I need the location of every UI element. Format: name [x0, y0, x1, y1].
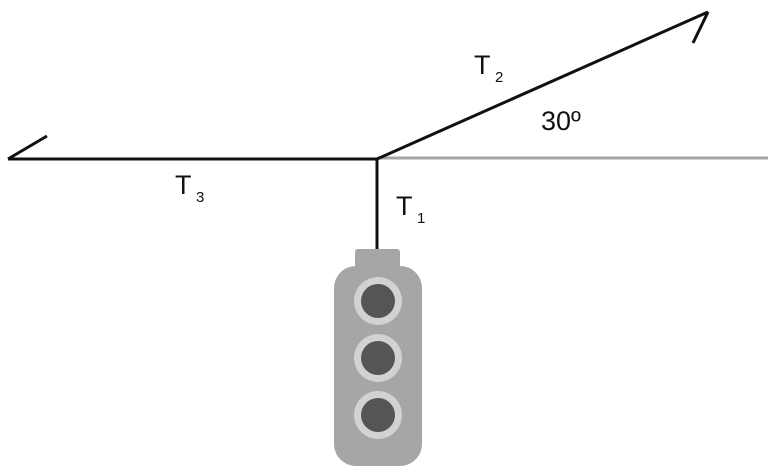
label-t2-subscript: 2	[495, 69, 503, 86]
label-t2: T 2	[474, 50, 503, 86]
label-t3-subscript: 3	[196, 189, 204, 206]
traffic-light-lamp-top	[361, 284, 395, 318]
rope-t2	[376, 10, 709, 161]
rope-t2-end-mark	[691, 11, 710, 44]
label-t1-main: T	[396, 191, 413, 221]
rope-t3-end-mark	[7, 134, 48, 161]
label-t1: T 1	[396, 191, 425, 227]
label-t3-main: T	[175, 170, 192, 200]
traffic-light-lamp-bottom	[361, 398, 395, 432]
label-t3: T 3	[175, 170, 204, 206]
label-t2-main: T	[474, 50, 491, 80]
traffic-light	[334, 249, 422, 466]
angle-label: 30º	[541, 106, 581, 136]
label-t1-subscript: 1	[417, 210, 425, 227]
traffic-light-lamp-middle	[361, 341, 395, 375]
